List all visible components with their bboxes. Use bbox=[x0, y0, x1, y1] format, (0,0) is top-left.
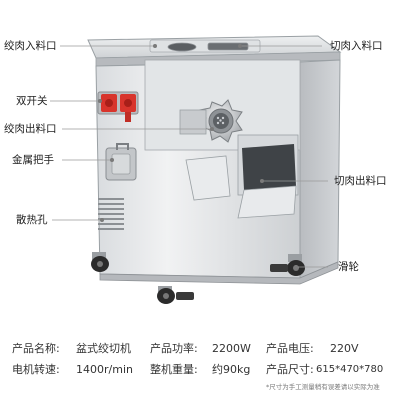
spec-size-note: *尺寸为手工测量稍有误差请以实际为准 bbox=[266, 383, 380, 391]
spec-speed-label: 电机转速: bbox=[12, 363, 60, 376]
callout-cutter-outlet: 切肉出料口 bbox=[334, 175, 387, 187]
spec-size-label: 产品尺寸: bbox=[266, 363, 314, 376]
grinder-outlet-disc bbox=[199, 99, 243, 143]
cutter-outlet bbox=[237, 134, 299, 219]
spec-voltage-label: 产品电压: bbox=[266, 342, 314, 355]
callout-cutter-inlet: 切肉入料口 bbox=[330, 40, 383, 52]
callout-caster: 滑轮 bbox=[338, 261, 359, 273]
callout-vent-holes: 散热孔 bbox=[16, 214, 48, 226]
callout-metal-handle: 金属把手 bbox=[12, 154, 54, 166]
metal-handle[interactable] bbox=[105, 143, 137, 181]
spec-weight-value: 约90kg bbox=[212, 363, 251, 376]
machine-side-panel bbox=[299, 59, 341, 279]
spec-speed-value: 1400r/min bbox=[76, 363, 133, 376]
grinder-outlet-chute bbox=[185, 155, 231, 201]
callout-grinder-outlet: 绞肉出料口 bbox=[4, 123, 57, 135]
spec-voltage-value: 220V bbox=[330, 342, 359, 355]
spec-power-label: 产品功率: bbox=[150, 342, 198, 355]
grinder-inlet-hole bbox=[167, 42, 197, 52]
callout-dual-switch: 双开关 bbox=[16, 95, 48, 107]
spec-weight-label: 整机重量: bbox=[150, 363, 198, 376]
meat-grinder-machine bbox=[87, 35, 342, 304]
caster-wheel[interactable] bbox=[91, 252, 109, 272]
callout-leader-lines bbox=[50, 44, 328, 269]
spec-name-label: 产品名称: bbox=[12, 342, 60, 355]
dual-switch[interactable] bbox=[97, 91, 139, 122]
spec-size-value: 615*470*780 bbox=[316, 364, 384, 375]
spec-name-value: 盆式绞切机 bbox=[76, 342, 131, 355]
vent-holes bbox=[98, 198, 124, 230]
callout-grinder-inlet: 绞肉入料口 bbox=[4, 40, 57, 52]
cutter-inlet-slot bbox=[207, 42, 249, 51]
spec-power-value: 2200W bbox=[212, 342, 251, 355]
caster-wheel[interactable] bbox=[157, 286, 194, 304]
